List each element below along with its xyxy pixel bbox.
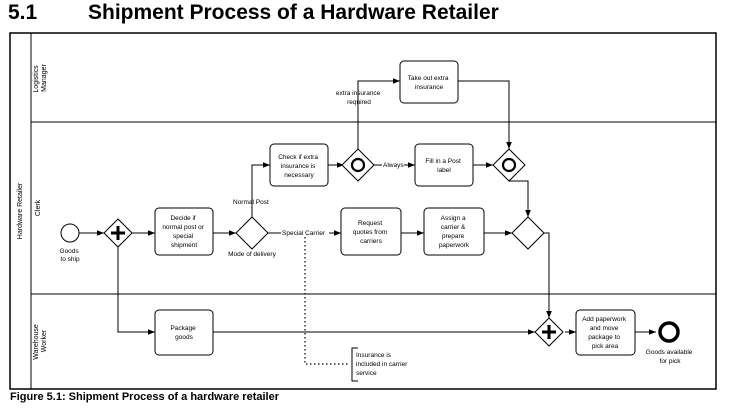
lane-warehouse-label-2: Worker: [41, 329, 48, 352]
svg-text:Add paperwork and move: Add paperwork and move package to pick a…: [582, 316, 628, 350]
pool-label: Hardware Retailer: [17, 182, 24, 239]
lane-logistics-label-1: Logistics: [33, 65, 40, 93]
plus-icon: [542, 325, 556, 339]
svg-text:Fill in a Post label: Fill in a Post label: [425, 158, 462, 174]
task-decide-line-2: normal post or: [162, 224, 204, 231]
section-title: Shipment Process of a Hardware Retailer: [88, 1, 499, 24]
task-take-line-1: Take out extra: [408, 75, 449, 82]
task-decide-line-1: Decide if: [170, 215, 195, 222]
end-event-label-2: for pick: [660, 358, 682, 365]
normal-post-label: Normal Post: [233, 199, 269, 206]
task-check-line-2: insurance is: [281, 163, 316, 170]
always-label-bg: [382, 161, 404, 169]
flow-parallel-to-package: [117, 247, 155, 335]
circle-icon: [501, 157, 517, 173]
flow-mode-to-check: [251, 162, 270, 217]
end-event-label-1: Goods available: [646, 349, 693, 356]
lane-warehouse-worker: Warehouse Worker: [33, 322, 48, 360]
task-check-line-1: Check if extra: [278, 154, 318, 161]
task-add-paperwork: Add paperwork and move package to pick a…: [575, 309, 636, 356]
task-decide-line-4: shipment: [171, 242, 198, 249]
figure-caption: Figure 5.1: Shipment Process of a hardwa…: [10, 391, 279, 403]
task-request-line-2: quotes from: [353, 229, 387, 236]
flow-merge-to-exclusive: [509, 180, 531, 217]
task-assign-line-1: Assign a: [441, 215, 466, 222]
task-package-goods: Package goods: [154, 309, 214, 356]
sequence-flows: [79, 78, 656, 335]
svg-text:extra insurance required: extra insurance required: [336, 90, 382, 106]
annotation-line-1: Insurance is: [356, 352, 392, 359]
start-event-label-1: Goods: [60, 248, 80, 255]
task-assign-line-3: prepare: [442, 233, 465, 240]
annotation-line-2: included in carrier: [356, 361, 408, 368]
start-event-label-2: to ship: [60, 256, 80, 263]
parallel-gateway-split: [103, 218, 133, 248]
task-check-insurance: Check if extra insurance is necessary: [269, 143, 329, 187]
svg-text:Take out extra insurance: Take out extra insurance: [408, 75, 451, 91]
exclusive-gateway-mode: Mode of delivery: [228, 216, 277, 258]
flow-inclusive-to-take: [357, 78, 400, 151]
plus-icon: [111, 226, 125, 240]
task-request-quotes: Request quotes from carriers: [340, 207, 402, 256]
always-label: Always: [383, 162, 404, 169]
svg-text:Decide if normal post or: Decide if normal post or special shipmen…: [162, 215, 205, 249]
flow-exclusive-to-join: [544, 232, 552, 318]
lane-logistics-label-2: Manager: [41, 64, 48, 92]
task-decide-line-3: special: [173, 233, 194, 240]
svg-text:Clerk: Clerk: [35, 199, 42, 216]
task-add-line-1: Add paperwork: [582, 316, 626, 323]
task-assign-line-4: paperwork: [439, 242, 470, 249]
lane-clerk: Clerk: [35, 199, 42, 216]
task-fill-post-label: Fill in a Post label: [414, 143, 474, 187]
task-fill-line-2: label: [437, 167, 451, 174]
parallel-gateway-join: [534, 317, 564, 347]
lane-logistics-manager: Logistics Manager: [33, 63, 48, 93]
svg-text:Logistics Manager: Logistics Manager: [33, 63, 48, 92]
svg-text:Request quotes from: Request quotes from carriers: [353, 220, 389, 245]
end-event: Goods available for pick: [646, 321, 694, 365]
svg-text:Goods to ship: Goods to ship: [60, 248, 81, 263]
svg-text:Insurance is included in: Insurance is included in carrier service: [356, 352, 409, 377]
task-add-line-3: package to: [588, 334, 620, 341]
text-annotation: Insurance is included in carrier service: [351, 347, 409, 382]
flow-take-to-merge: [458, 80, 512, 149]
section-number: 5.1: [8, 1, 38, 24]
circle-icon: [350, 157, 366, 173]
task-add-line-2: and move: [590, 325, 619, 332]
exclusive-gateway-merge: [511, 216, 545, 250]
extra-insurance-label-2: required: [347, 99, 371, 106]
task-take-line-2: insurance: [415, 84, 444, 91]
svg-text:Package goods: Package goods: [170, 325, 197, 341]
mode-of-delivery-label: Mode of delivery: [228, 251, 276, 258]
start-event: Goods to ship: [60, 223, 81, 263]
annotation-line-3: service: [356, 370, 377, 377]
task-decide: Decide if normal post or special shipmen…: [154, 207, 214, 256]
task-fill-line-1: Fill in a Post: [425, 158, 461, 165]
task-request-line-3: carriers: [360, 238, 382, 245]
lane-warehouse-label-1: Warehouse: [33, 324, 40, 360]
svg-text:Check if extra insurance: Check if extra insurance is necessary: [278, 154, 320, 179]
task-request-line-1: Request: [358, 220, 382, 227]
task-check-line-3: necessary: [284, 172, 314, 179]
special-carrier-label-bg: [281, 229, 329, 237]
task-take-insurance: Take out extra insurance: [399, 60, 459, 104]
extra-insurance-label-1: extra insurance: [336, 90, 381, 97]
task-package-line-1: Package: [170, 325, 196, 332]
task-assign-line-2: carrier &: [441, 224, 466, 231]
svg-text:Warehouse Worker: Warehouse Worker: [33, 322, 48, 360]
svg-text:Goods available for pick: Goods available for pick: [646, 349, 694, 365]
inclusive-gateway-merge: [492, 148, 526, 182]
inclusive-gateway-split: [341, 148, 375, 182]
task-package-line-2: goods: [175, 334, 193, 341]
svg-text:Assign a carrier &: Assign a carrier & prepare paperwork: [439, 215, 470, 249]
lane-clerk-label: Clerk: [35, 199, 42, 216]
special-carrier-label: Special Carrier: [282, 230, 326, 237]
task-add-line-4: pick area: [592, 343, 619, 350]
task-assign-carrier: Assign a carrier & prepare paperwork: [423, 207, 485, 256]
